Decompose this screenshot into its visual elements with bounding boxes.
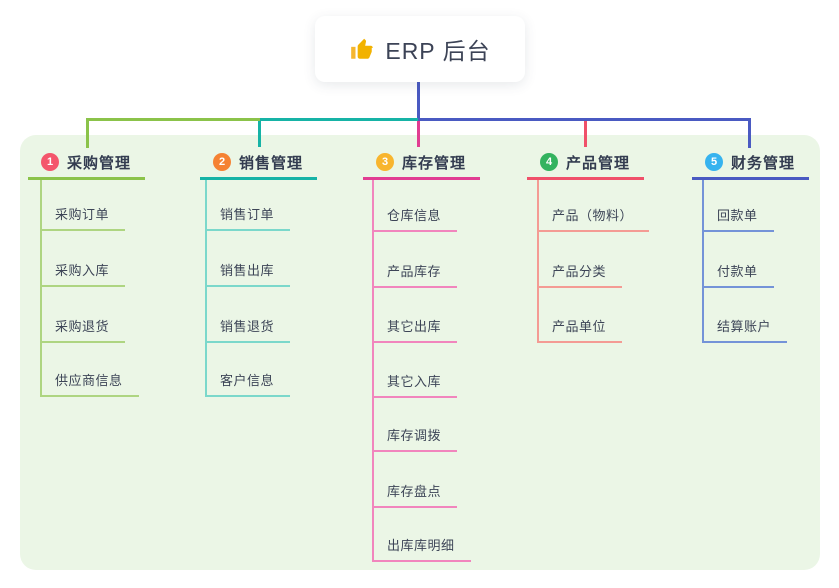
connector-drop-branch3 [417, 121, 420, 147]
badge-3-icon: 3 [376, 153, 394, 171]
branch-node-finance[interactable]: 5 财务管理 [692, 147, 810, 180]
connector-drop-branch1 [86, 118, 89, 148]
branch-label: 产品管理 [566, 154, 631, 172]
connector-drop-branch5 [748, 118, 751, 148]
item-inout-detail[interactable]: 出库库明细 [372, 537, 471, 562]
branch5-child-connector [702, 180, 704, 343]
branch-label: 库存管理 [402, 154, 467, 172]
item-product-material[interactable]: 产品（物料） [537, 207, 650, 232]
item-other-inbound[interactable]: 其它入库 [372, 373, 458, 398]
connector-horizontal-branch2 [260, 118, 418, 121]
item-customer-info[interactable]: 客户信息 [205, 372, 291, 397]
badge-1-icon: 1 [41, 153, 59, 171]
item-sales-return[interactable]: 销售退货 [205, 318, 291, 343]
item-purchase-return[interactable]: 采购退货 [40, 318, 126, 343]
connector-drop-branch2 [258, 121, 261, 147]
badge-4-icon: 4 [540, 153, 558, 171]
item-product-category[interactable]: 产品分类 [537, 263, 623, 288]
branch-label: 销售管理 [239, 154, 304, 172]
branch-node-product[interactable]: 4 产品管理 [527, 147, 645, 180]
item-other-outbound[interactable]: 其它出库 [372, 318, 458, 343]
item-payment-doc[interactable]: 付款单 [702, 263, 774, 288]
item-warehouse-info[interactable]: 仓库信息 [372, 207, 458, 232]
item-purchase-inbound[interactable]: 采购入库 [40, 262, 126, 287]
item-settlement-account[interactable]: 结算账户 [702, 318, 788, 343]
item-supplier-info[interactable]: 供应商信息 [40, 372, 139, 397]
connector-drop-branch4 [584, 121, 587, 147]
branch-node-purchase[interactable]: 1 采购管理 [28, 147, 146, 180]
item-sales-outbound[interactable]: 销售出库 [205, 262, 291, 287]
item-sales-order[interactable]: 销售订单 [205, 206, 291, 231]
root-node-label: ERP 后台 [385, 38, 491, 64]
branch3-child-connector [372, 180, 374, 562]
item-stock-transfer[interactable]: 库存调拨 [372, 427, 458, 452]
connector-horizontal-branch5 [418, 118, 751, 121]
badge-5-icon: 5 [705, 153, 723, 171]
branch2-child-connector [205, 180, 207, 397]
connector-root-stem [417, 82, 420, 118]
branch-node-inventory[interactable]: 3 库存管理 [363, 147, 481, 180]
badge-2-icon: 2 [213, 153, 231, 171]
branch-label: 采购管理 [67, 154, 132, 172]
item-stock-count[interactable]: 库存盘点 [372, 483, 458, 508]
item-purchase-order[interactable]: 采购订单 [40, 206, 126, 231]
branch-node-sales[interactable]: 2 销售管理 [200, 147, 318, 180]
branch4-child-connector [537, 180, 539, 343]
branch-label: 财务管理 [731, 154, 796, 172]
item-product-stock[interactable]: 产品库存 [372, 263, 458, 288]
branches-background-panel [20, 135, 820, 570]
item-product-unit[interactable]: 产品单位 [537, 318, 623, 343]
branch1-child-connector [40, 180, 42, 397]
item-receipt-doc[interactable]: 回款单 [702, 207, 774, 232]
root-node-erp[interactable]: ERP 后台 [315, 16, 525, 82]
connector-horizontal-branch1 [86, 118, 260, 121]
thumbs-up-icon [349, 36, 375, 62]
